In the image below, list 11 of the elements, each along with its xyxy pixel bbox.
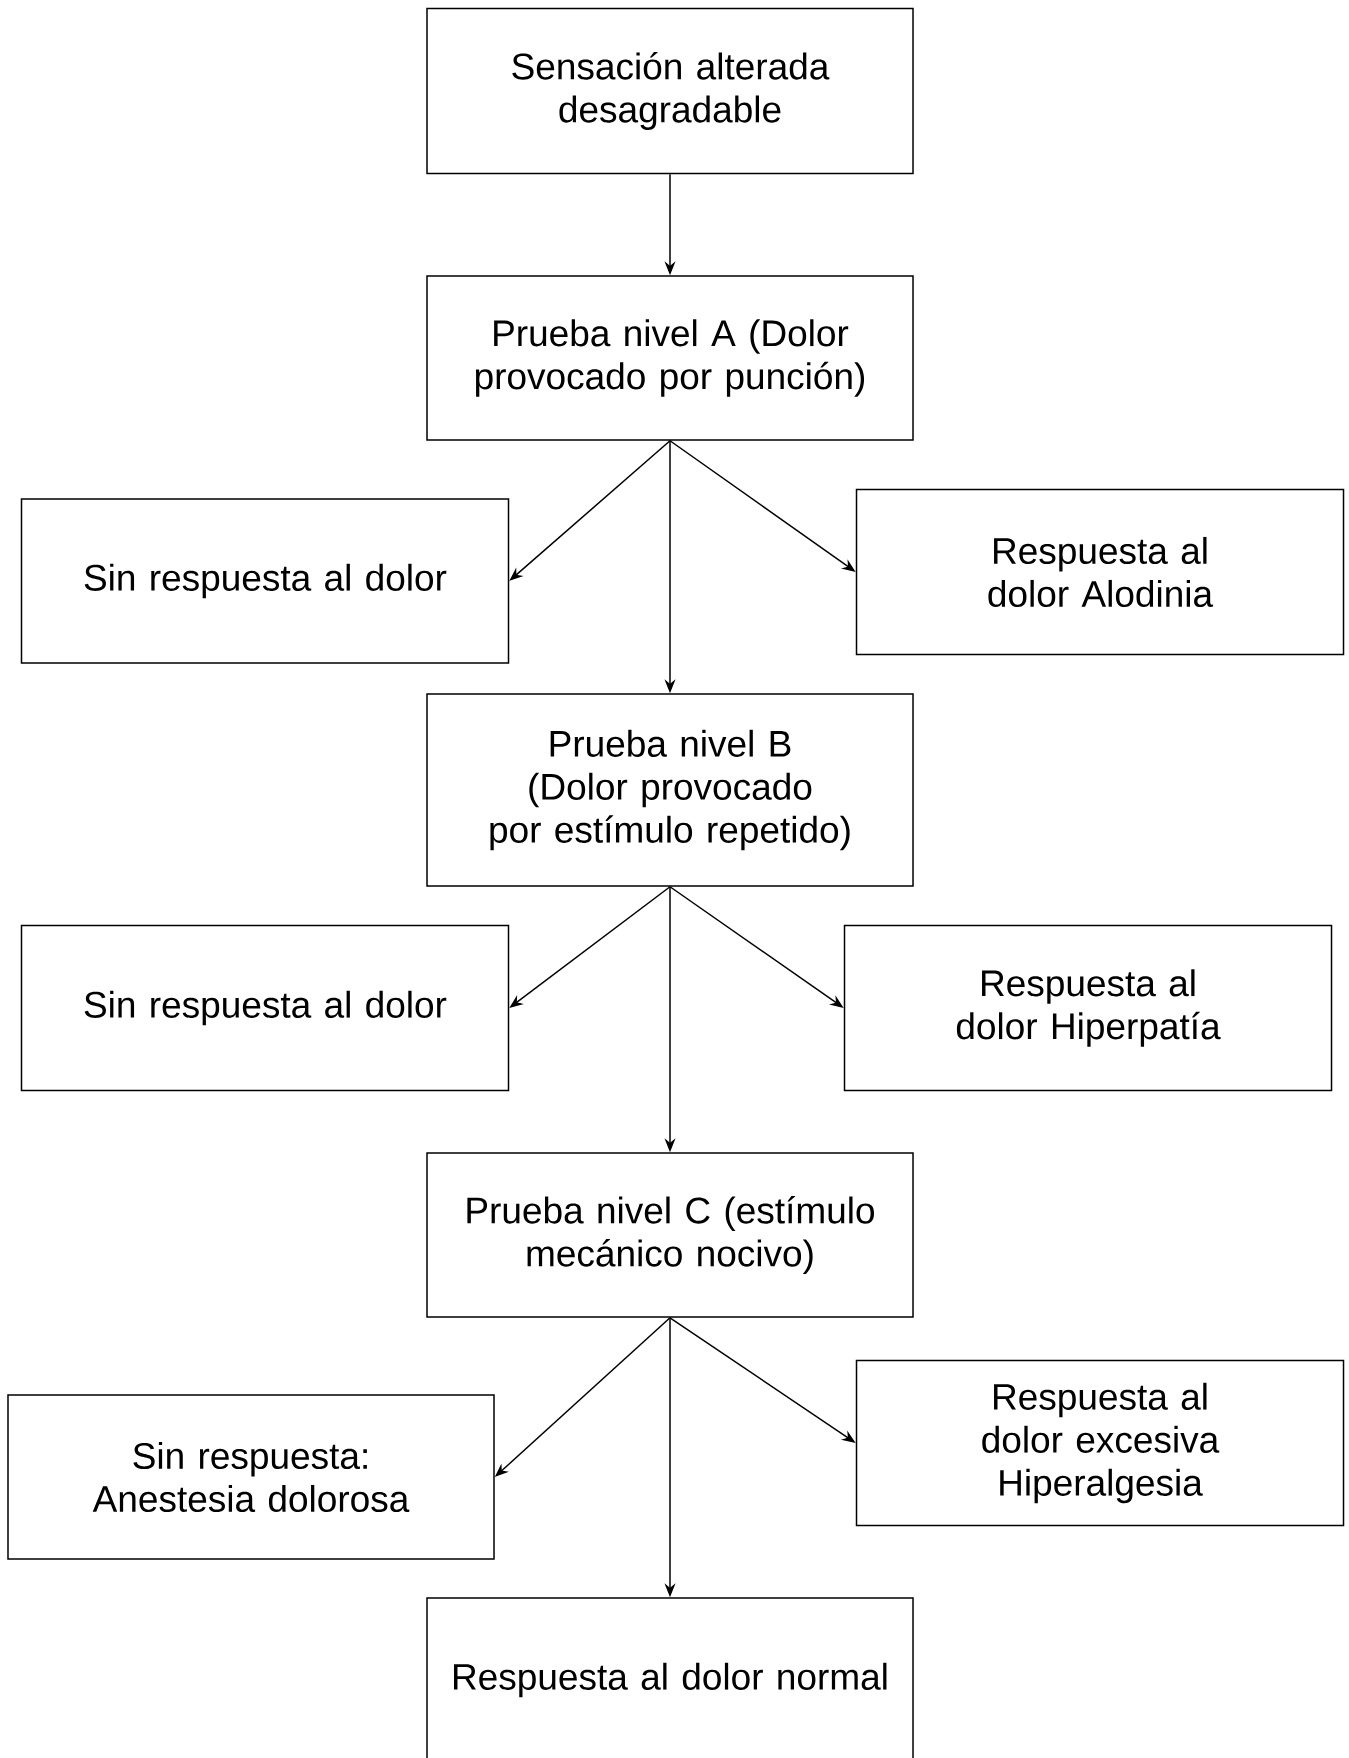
process-box: Sin respuesta al dolor (20, 498, 510, 664)
process-box: Prueba nivel A (Dolor provocado por punción) (426, 275, 914, 441)
process-box: Prueba nivel C (estímulo mecánico nocivo) (426, 1152, 914, 1318)
process-box: Sin respuesta: Anestesia dolorosa (7, 1394, 495, 1560)
process-box: Respuesta al dolor Alodinia (855, 488, 1345, 656)
process-box: Sin respuesta al dolor (20, 924, 510, 1092)
process-box: Sensación alterada desagradable (426, 7, 914, 175)
process-box: Respuesta al dolor excesiva Hiperalgesia (855, 1359, 1345, 1527)
process-box: Prueba nivel B (Dolor provocado por estímulo repetido) (426, 693, 914, 887)
process-box: Respuesta al dolor normal (426, 1597, 914, 1758)
process-box: Respuesta al dolor Hiperpatía (843, 924, 1333, 1092)
